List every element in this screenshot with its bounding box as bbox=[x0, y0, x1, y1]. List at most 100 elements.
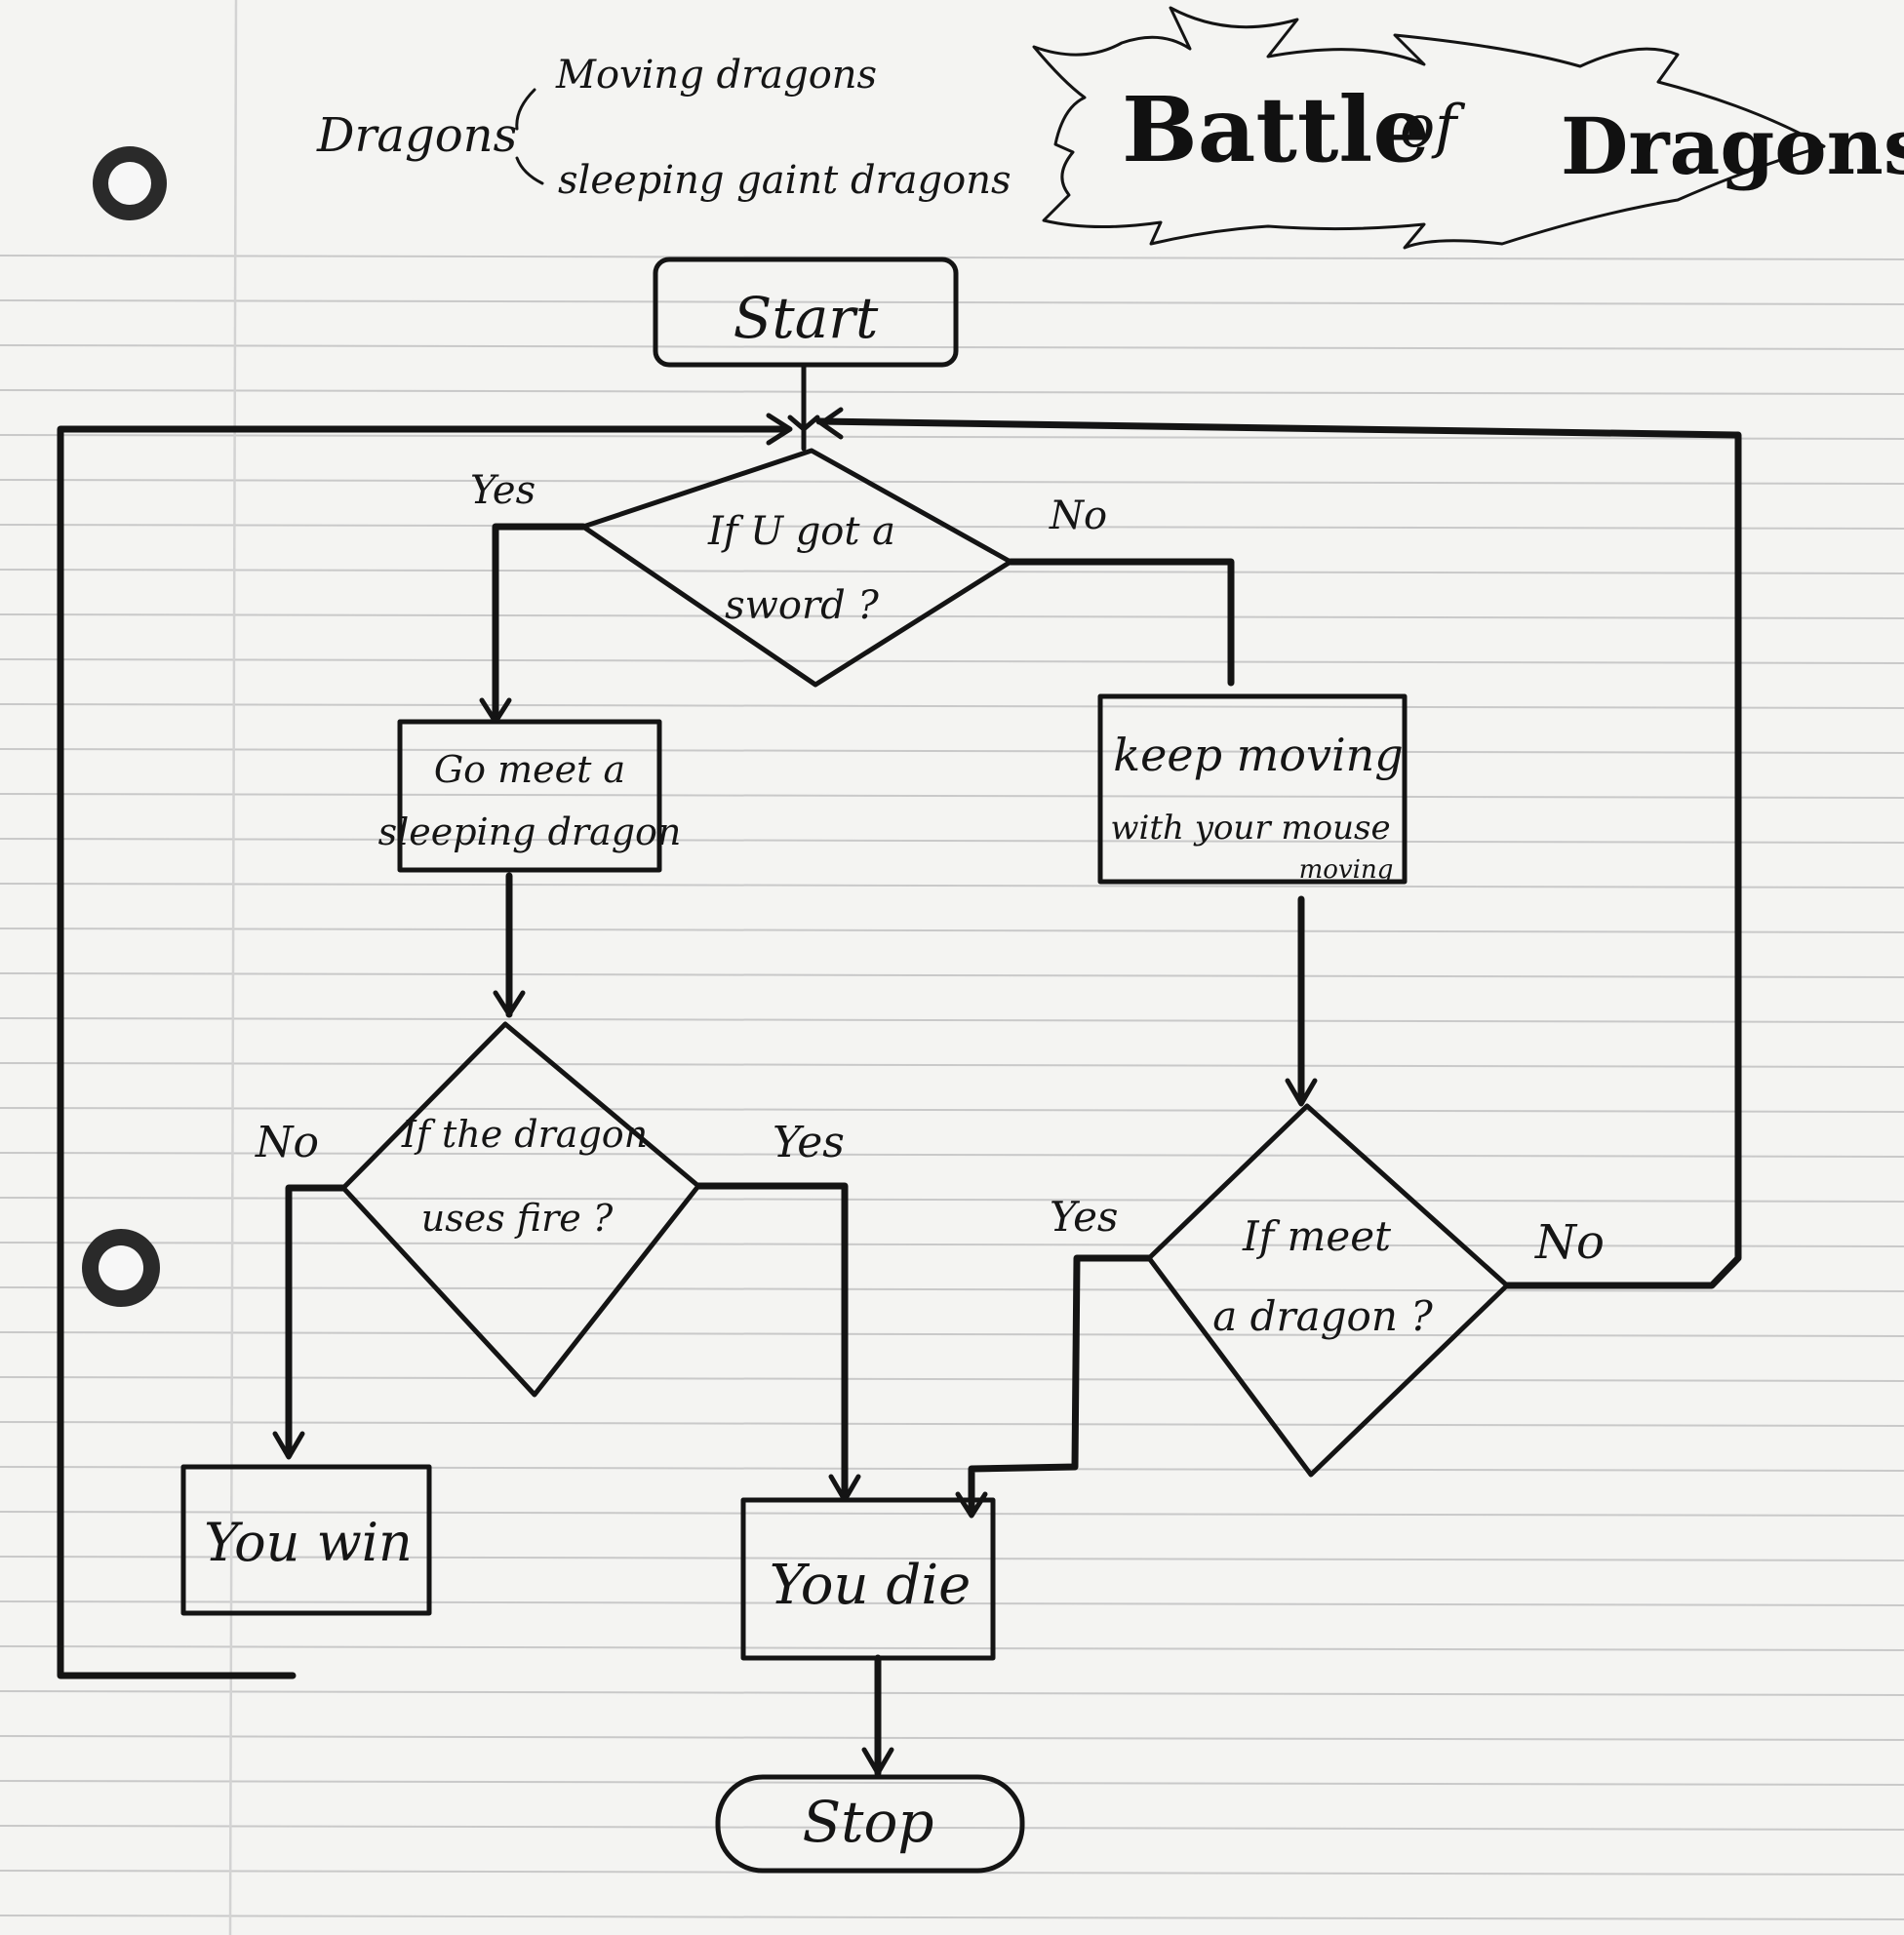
ruled-lines bbox=[0, 255, 1904, 1920]
meet-diamond bbox=[1146, 1103, 1510, 1478]
fire-diamond bbox=[340, 1021, 701, 1398]
ruled-line bbox=[0, 1197, 1904, 1203]
arrowhead-sword bbox=[787, 415, 820, 432]
ruled-line bbox=[0, 1062, 1904, 1068]
ruled-line bbox=[0, 1780, 1904, 1786]
ruled-line bbox=[0, 344, 1904, 350]
label-fire-yes: Yes bbox=[773, 1118, 845, 1167]
node-start: Start bbox=[653, 257, 959, 368]
ruled-line bbox=[0, 299, 1904, 305]
ruled-line bbox=[0, 1107, 1904, 1113]
title-word-dragons: Dragons bbox=[1561, 100, 1904, 192]
edge-sword-yes bbox=[492, 523, 587, 724]
label-sword-no: No bbox=[1049, 494, 1107, 538]
ruled-line bbox=[0, 1331, 1904, 1337]
keep-moving-line1: keep moving bbox=[1113, 729, 1403, 781]
ruled-line bbox=[0, 1600, 1904, 1606]
edge-meet-no-loop-back bbox=[815, 417, 1742, 1289]
node-decision-fire: If the dragon uses fire ? bbox=[340, 1021, 701, 1398]
you-win-box bbox=[180, 1464, 432, 1616]
arrowhead-loop-right bbox=[818, 407, 844, 440]
legend-item-sleeping: sleeping gaint dragons bbox=[558, 158, 1012, 203]
title-word-of: of bbox=[1400, 93, 1466, 161]
edge-fire-yes bbox=[694, 1182, 849, 1502]
start-label: Start bbox=[734, 285, 879, 351]
sword-line2: sword ? bbox=[725, 583, 879, 628]
node-meet-sleeping: Go meet a sleeping dragon bbox=[378, 719, 682, 873]
node-decision-meet: If meet a dragon ? bbox=[1146, 1103, 1510, 1478]
ruled-line bbox=[0, 434, 1904, 440]
node-keep-moving: keep moving with your mouse moving bbox=[1097, 693, 1408, 885]
ruled-line bbox=[0, 389, 1904, 395]
ruled-line bbox=[0, 255, 1904, 260]
node-you-die: You die bbox=[740, 1497, 996, 1661]
ruled-line bbox=[0, 1152, 1904, 1158]
label-fire-no: No bbox=[255, 1118, 319, 1167]
ruled-line bbox=[0, 1286, 1904, 1292]
edge-labels: Yes No No Yes Yes No bbox=[255, 468, 1605, 1270]
ruled-line bbox=[0, 479, 1904, 485]
ruled-line bbox=[0, 1735, 1904, 1741]
edge-meet-yes bbox=[968, 1254, 1153, 1518]
ruled-line bbox=[0, 1645, 1904, 1651]
meet-sleeping-line1: Go meet a bbox=[434, 748, 625, 791]
ruled-line bbox=[0, 1556, 1904, 1561]
ruled-line bbox=[0, 1825, 1904, 1831]
meet-sleeping-line2: sleeping dragon bbox=[378, 810, 682, 853]
fire-line1: If the dragon bbox=[401, 1113, 648, 1156]
ruled-line bbox=[0, 1511, 1904, 1517]
punch-hole-top bbox=[93, 146, 167, 220]
legend-brace-up bbox=[515, 88, 536, 131]
ruled-line bbox=[0, 793, 1904, 799]
edge-fire-no bbox=[285, 1184, 347, 1459]
ruled-line bbox=[0, 569, 1904, 574]
ruled-line bbox=[0, 1690, 1904, 1696]
node-decision-sword: If U got a sword ? bbox=[580, 448, 1013, 688]
you-win-label: You win bbox=[204, 1512, 413, 1573]
meet-sleeping-box bbox=[397, 719, 662, 873]
stop-label: Stop bbox=[802, 1789, 933, 1855]
keep-moving-line3: moving bbox=[1299, 855, 1394, 885]
title-banner: Battle of Dragons bbox=[1032, 6, 1904, 250]
connectors bbox=[57, 363, 1742, 1777]
arrowhead-loop-left bbox=[766, 413, 793, 446]
label-meet-yes: Yes bbox=[1050, 1193, 1119, 1241]
dragon-types-legend: Dragons Moving dragons sleeping gaint dr… bbox=[316, 53, 1012, 203]
label-sword-yes: Yes bbox=[470, 468, 536, 513]
stop-box bbox=[715, 1774, 1025, 1874]
ruled-line bbox=[0, 1017, 1904, 1023]
ruled-line bbox=[0, 703, 1904, 709]
node-you-win: You win bbox=[180, 1464, 432, 1616]
title-word-battle: Battle bbox=[1122, 77, 1430, 182]
fire-line2: uses fire ? bbox=[421, 1197, 614, 1240]
keep-moving-box bbox=[1097, 693, 1408, 885]
you-die-box bbox=[740, 1497, 996, 1661]
legend-item-moving: Moving dragons bbox=[555, 53, 877, 98]
edge-win-loop-back bbox=[57, 425, 792, 1679]
meet-line2: a dragon ? bbox=[1212, 1292, 1433, 1340]
legend-root: Dragons bbox=[316, 108, 517, 163]
sword-diamond bbox=[580, 448, 1013, 688]
ruled-line bbox=[0, 838, 1904, 844]
legend-brace-down bbox=[515, 156, 544, 185]
ruled-line bbox=[0, 658, 1904, 664]
ruled-line bbox=[0, 1915, 1904, 1920]
flame-outline bbox=[1032, 6, 1826, 250]
ruled-line bbox=[0, 613, 1904, 619]
arrowhead-meet bbox=[1285, 1078, 1318, 1107]
punch-hole-middle bbox=[82, 1229, 160, 1307]
arrowhead-fire bbox=[493, 990, 526, 1017]
ruled-line bbox=[0, 1242, 1904, 1247]
sword-line1: If U got a bbox=[707, 509, 895, 554]
margin-line bbox=[228, 0, 238, 1935]
ruled-line bbox=[0, 1421, 1904, 1427]
you-die-label: You die bbox=[770, 1554, 972, 1617]
edge-sword-no bbox=[1007, 558, 1235, 687]
ruled-line bbox=[0, 972, 1904, 978]
arrowhead-stop bbox=[861, 1747, 894, 1776]
arrowhead-fire-no bbox=[272, 1431, 305, 1460]
ruled-line bbox=[0, 748, 1904, 754]
keep-moving-line2: with your mouse bbox=[1110, 809, 1390, 848]
